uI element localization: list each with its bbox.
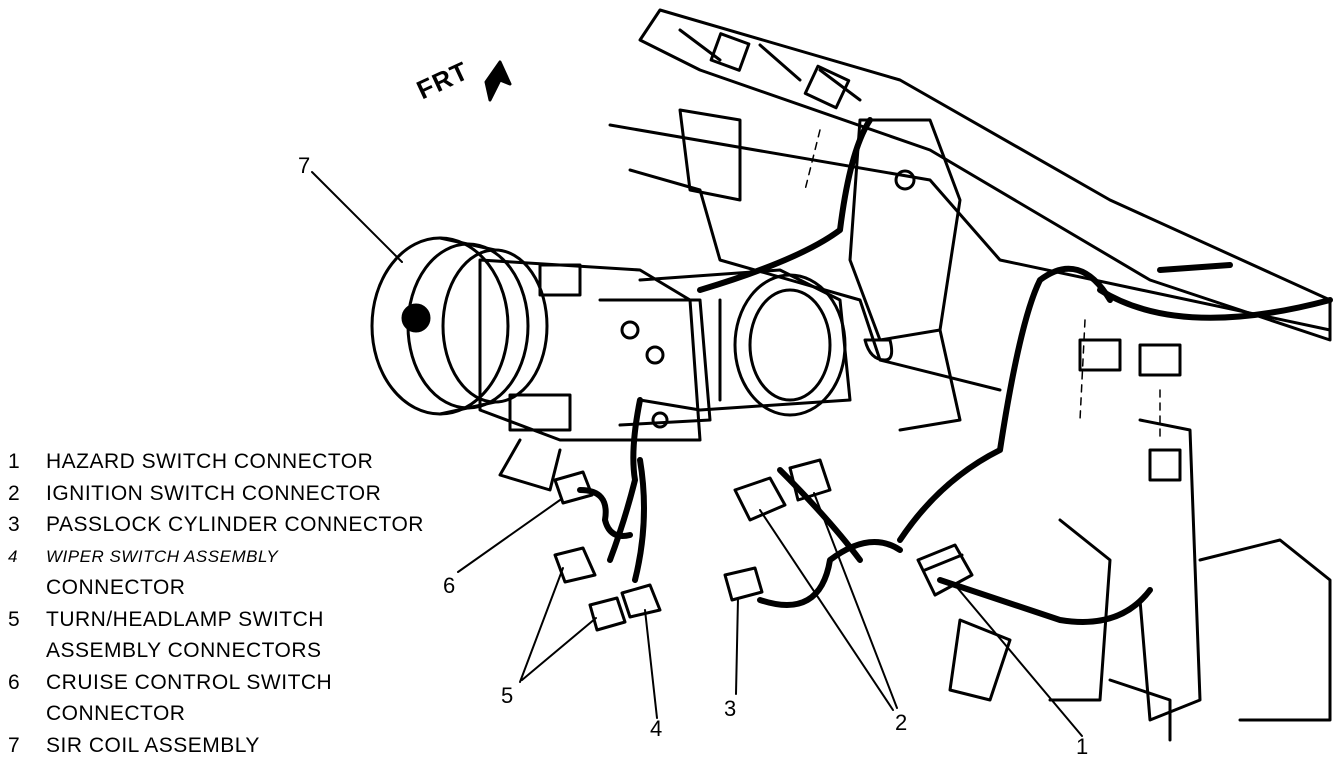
front-arrow-icon [486, 62, 510, 100]
leader-4 [645, 610, 657, 718]
legend-item-continuation: CONNECTOR [8, 572, 438, 604]
legend-number: 5 [8, 604, 46, 636]
legend-item: 5 TURN/HEADLAMP SWITCH [8, 604, 438, 636]
callout-1: 1 [1076, 734, 1088, 760]
leader-2b [814, 493, 897, 708]
leader-6 [458, 500, 560, 572]
legend-text: TURN/HEADLAMP SWITCH [46, 604, 324, 636]
legend-number: 3 [8, 509, 46, 541]
legend-text: ASSEMBLY CONNECTORS [46, 635, 322, 667]
callout-7: 7 [298, 153, 310, 179]
legend-text: WIPER SWITCH ASSEMBLY [46, 541, 278, 573]
legend-item: 7 SIR COIL ASSEMBLY [8, 730, 438, 761]
legend-item: 4 WIPER SWITCH ASSEMBLY [8, 541, 438, 573]
legend-text: CRUISE CONTROL SWITCH [46, 667, 332, 699]
legend-item-continuation: ASSEMBLY CONNECTORS [8, 635, 438, 667]
callout-3: 3 [724, 696, 736, 722]
legend-text: CONNECTOR [46, 698, 185, 730]
connector-turn-headlamp [555, 548, 625, 630]
legend-number: 6 [8, 667, 46, 699]
callout-2: 2 [895, 710, 907, 736]
legend-item-continuation: CONNECTOR [8, 698, 438, 730]
callout-6: 6 [443, 573, 455, 599]
connector-wiper [622, 585, 660, 617]
legend-text: IGNITION SWITCH CONNECTOR [46, 478, 381, 510]
legend-text: SIR COIL ASSEMBLY [46, 730, 260, 761]
upper-support-beam [640, 10, 1330, 340]
legend-item: 6 CRUISE CONTROL SWITCH [8, 667, 438, 699]
legend-text: HAZARD SWITCH CONNECTOR [46, 446, 373, 478]
leader-7 [312, 172, 402, 262]
connector-passlock [725, 568, 762, 600]
leader-3 [736, 598, 738, 694]
legend-item: 1 HAZARD SWITCH CONNECTOR [8, 446, 438, 478]
legend-number: 2 [8, 478, 46, 510]
sir-coil-assembly [372, 238, 547, 414]
legend-number: 1 [8, 446, 46, 478]
legend-text: CONNECTOR [46, 572, 185, 604]
steering-column-tube [640, 270, 850, 415]
legend: 1 HAZARD SWITCH CONNECTOR 2 IGNITION SWI… [8, 446, 438, 761]
legend-number: 4 [8, 541, 46, 573]
legend-text: PASSLOCK CYLINDER CONNECTOR [46, 509, 424, 541]
coil-center-nut [403, 305, 429, 331]
callout-4: 4 [650, 716, 662, 742]
dash-frame [610, 110, 1330, 430]
legend-number: 7 [8, 730, 46, 761]
legend-item: 2 IGNITION SWITCH CONNECTOR [8, 478, 438, 510]
callout-5: 5 [501, 683, 513, 709]
legend-item: 3 PASSLOCK CYLINDER CONNECTOR [8, 509, 438, 541]
